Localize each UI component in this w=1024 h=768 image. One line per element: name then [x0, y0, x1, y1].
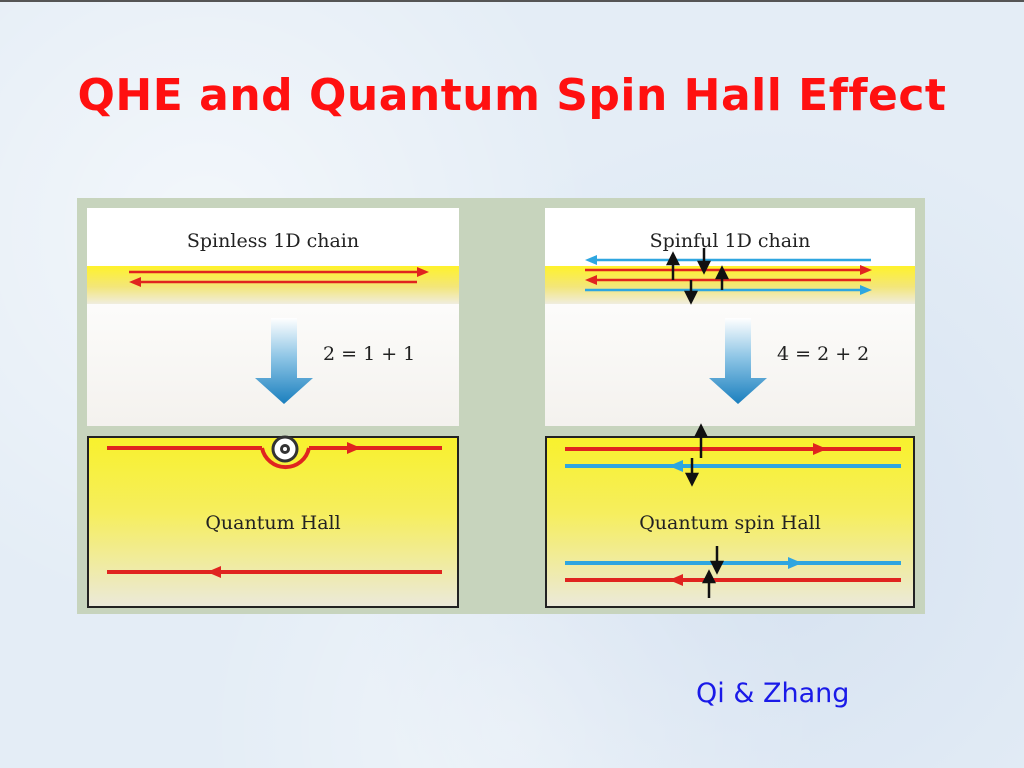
right-panel: Spinful 1D chain 4 = 2 + 2 Quantum spin …: [545, 208, 915, 608]
spinless-left-mover: [129, 277, 417, 287]
spinful-red-left-mover: [585, 275, 871, 285]
down-arrow-icon: [255, 318, 313, 404]
quantum-spin-hall-label: Quantum spin Hall: [639, 512, 821, 534]
slide-title: QHE and Quantum Spin Hall Effect: [77, 70, 947, 121]
spin-down-arrow-icon: [684, 458, 700, 487]
qh-top-edge: [107, 442, 442, 470]
qsh-top-blue-edge: [565, 460, 901, 472]
quantum-hall-box: Quantum Hall: [87, 436, 459, 608]
impurity-icon: [271, 435, 299, 463]
qsh-bottom-blue-edge: [565, 557, 901, 569]
spin-down-arrow-icon: [696, 248, 712, 275]
spinful-equation: 4 = 2 + 2: [777, 343, 870, 365]
qhe-qsh-figure: Spinless 1D chain 2 = 1 + 1 Quantum Hall: [77, 198, 925, 614]
qsh-bottom-red-edge: [565, 574, 901, 586]
spin-up-arrow-icon: [714, 265, 730, 290]
top-rule: [0, 0, 1024, 2]
credit-text: Qi & Zhang: [696, 678, 850, 709]
qsh-top-red-edge: [565, 443, 901, 455]
spinful-chain-title: Spinful 1D chain: [649, 230, 811, 252]
spin-up-arrow-icon: [693, 423, 709, 458]
spin-up-arrow-icon: [665, 251, 681, 280]
spinful-blue-left-mover: [585, 255, 871, 265]
spinless-equation: 2 = 1 + 1: [323, 343, 416, 365]
spin-down-arrow-icon: [683, 280, 699, 305]
spin-up-arrow-icon: [701, 569, 717, 598]
spinless-right-mover: [129, 267, 429, 277]
spinful-chain-band: [545, 266, 915, 304]
spinful-red-right-mover: [585, 265, 872, 275]
down-arrow-icon: [709, 318, 767, 404]
left-panel-graphics: [107, 267, 442, 578]
quantum-hall-label: Quantum Hall: [205, 512, 341, 534]
spinful-blue-right-mover: [585, 285, 872, 295]
left-panel: Spinless 1D chain 2 = 1 + 1 Quantum Hall: [87, 208, 459, 608]
qh-bottom-edge: [107, 566, 442, 578]
right-panel-graphics: [565, 248, 901, 598]
spinless-chain-title: Spinless 1D chain: [186, 230, 360, 252]
spin-down-arrow-icon: [709, 546, 725, 575]
